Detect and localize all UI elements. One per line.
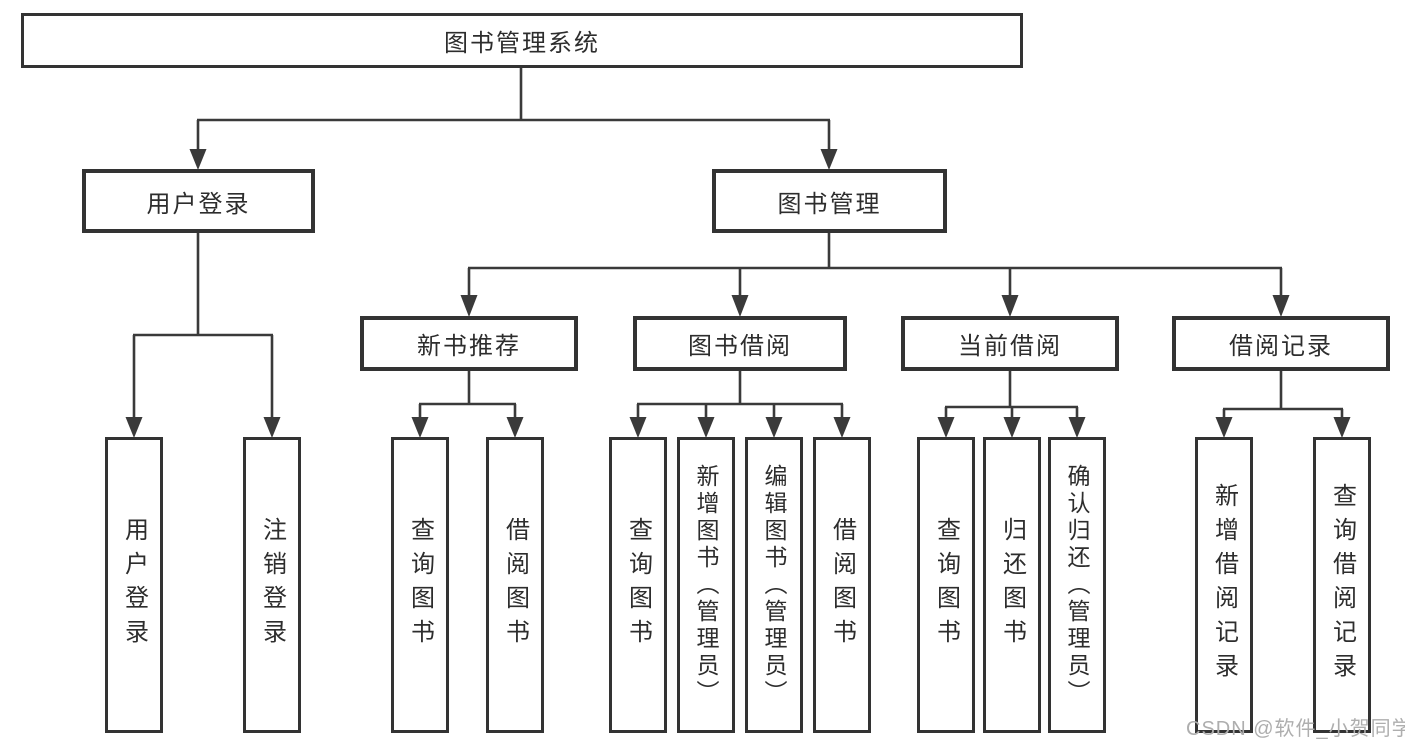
arrowhead — [1272, 295, 1290, 317]
arrowhead — [820, 149, 838, 170]
node-root: 图书管理系统 — [21, 13, 1023, 68]
node-current-borrow: 当前借阅 — [901, 316, 1119, 371]
arrowhead — [629, 417, 647, 438]
arrowhead — [1333, 417, 1351, 438]
arrowhead — [189, 149, 207, 170]
arrowhead — [731, 295, 749, 317]
connector-root — [189, 67, 838, 170]
connector-book-management — [460, 232, 1290, 317]
leaf-logout: 注销登录 — [243, 437, 301, 733]
leaf-borrow-books: 借阅图书 — [813, 437, 871, 733]
arrowhead — [833, 417, 851, 438]
node-new-book-recommend: 新书推荐 — [360, 316, 578, 371]
arrowhead — [1001, 295, 1019, 317]
leaf-edit-books-admin: 编辑图书（管理员） — [745, 437, 803, 733]
node-book-borrow: 图书借阅 — [633, 316, 847, 371]
leaf-query-books-recommend: 查询图书 — [391, 437, 449, 733]
leaf-query-books-current: 查询图书 — [917, 437, 975, 733]
leaf-confirm-return-admin: 确认归还（管理员） — [1048, 437, 1106, 733]
leaf-add-borrow-record: 新增借阅记录 — [1195, 437, 1253, 733]
leaf-add-books-admin: 新增图书（管理员） — [677, 437, 735, 733]
arrowhead — [263, 417, 281, 438]
arrowhead — [765, 417, 783, 438]
connector-current-borrow — [937, 370, 1086, 438]
connector-borrow-records — [1215, 370, 1351, 438]
node-book-management: 图书管理 — [712, 169, 947, 233]
arrowhead — [697, 417, 715, 438]
arrowhead — [125, 417, 143, 438]
arrowhead — [411, 417, 429, 438]
csdn-watermark: CSDN @软件_小贺同学 — [1186, 718, 1405, 740]
arrowhead — [1215, 417, 1233, 438]
leaf-return-books: 归还图书 — [983, 437, 1041, 733]
leaf-user-login: 用户登录 — [105, 437, 163, 733]
leaf-query-borrow-record: 查询借阅记录 — [1313, 437, 1371, 733]
arrowhead — [1068, 417, 1086, 438]
arrowhead — [1003, 417, 1021, 438]
connector-book-borrow — [629, 370, 851, 438]
connector-new-book-recommend — [411, 370, 524, 438]
leaf-query-books-borrow: 查询图书 — [609, 437, 667, 733]
node-user-login: 用户登录 — [82, 169, 315, 233]
arrowhead — [460, 295, 478, 317]
leaf-borrow-books-recommend: 借阅图书 — [486, 437, 544, 733]
node-borrow-records: 借阅记录 — [1172, 316, 1390, 371]
arrowhead — [506, 417, 524, 438]
connector-user-login — [125, 232, 281, 438]
arrowhead — [937, 417, 955, 438]
